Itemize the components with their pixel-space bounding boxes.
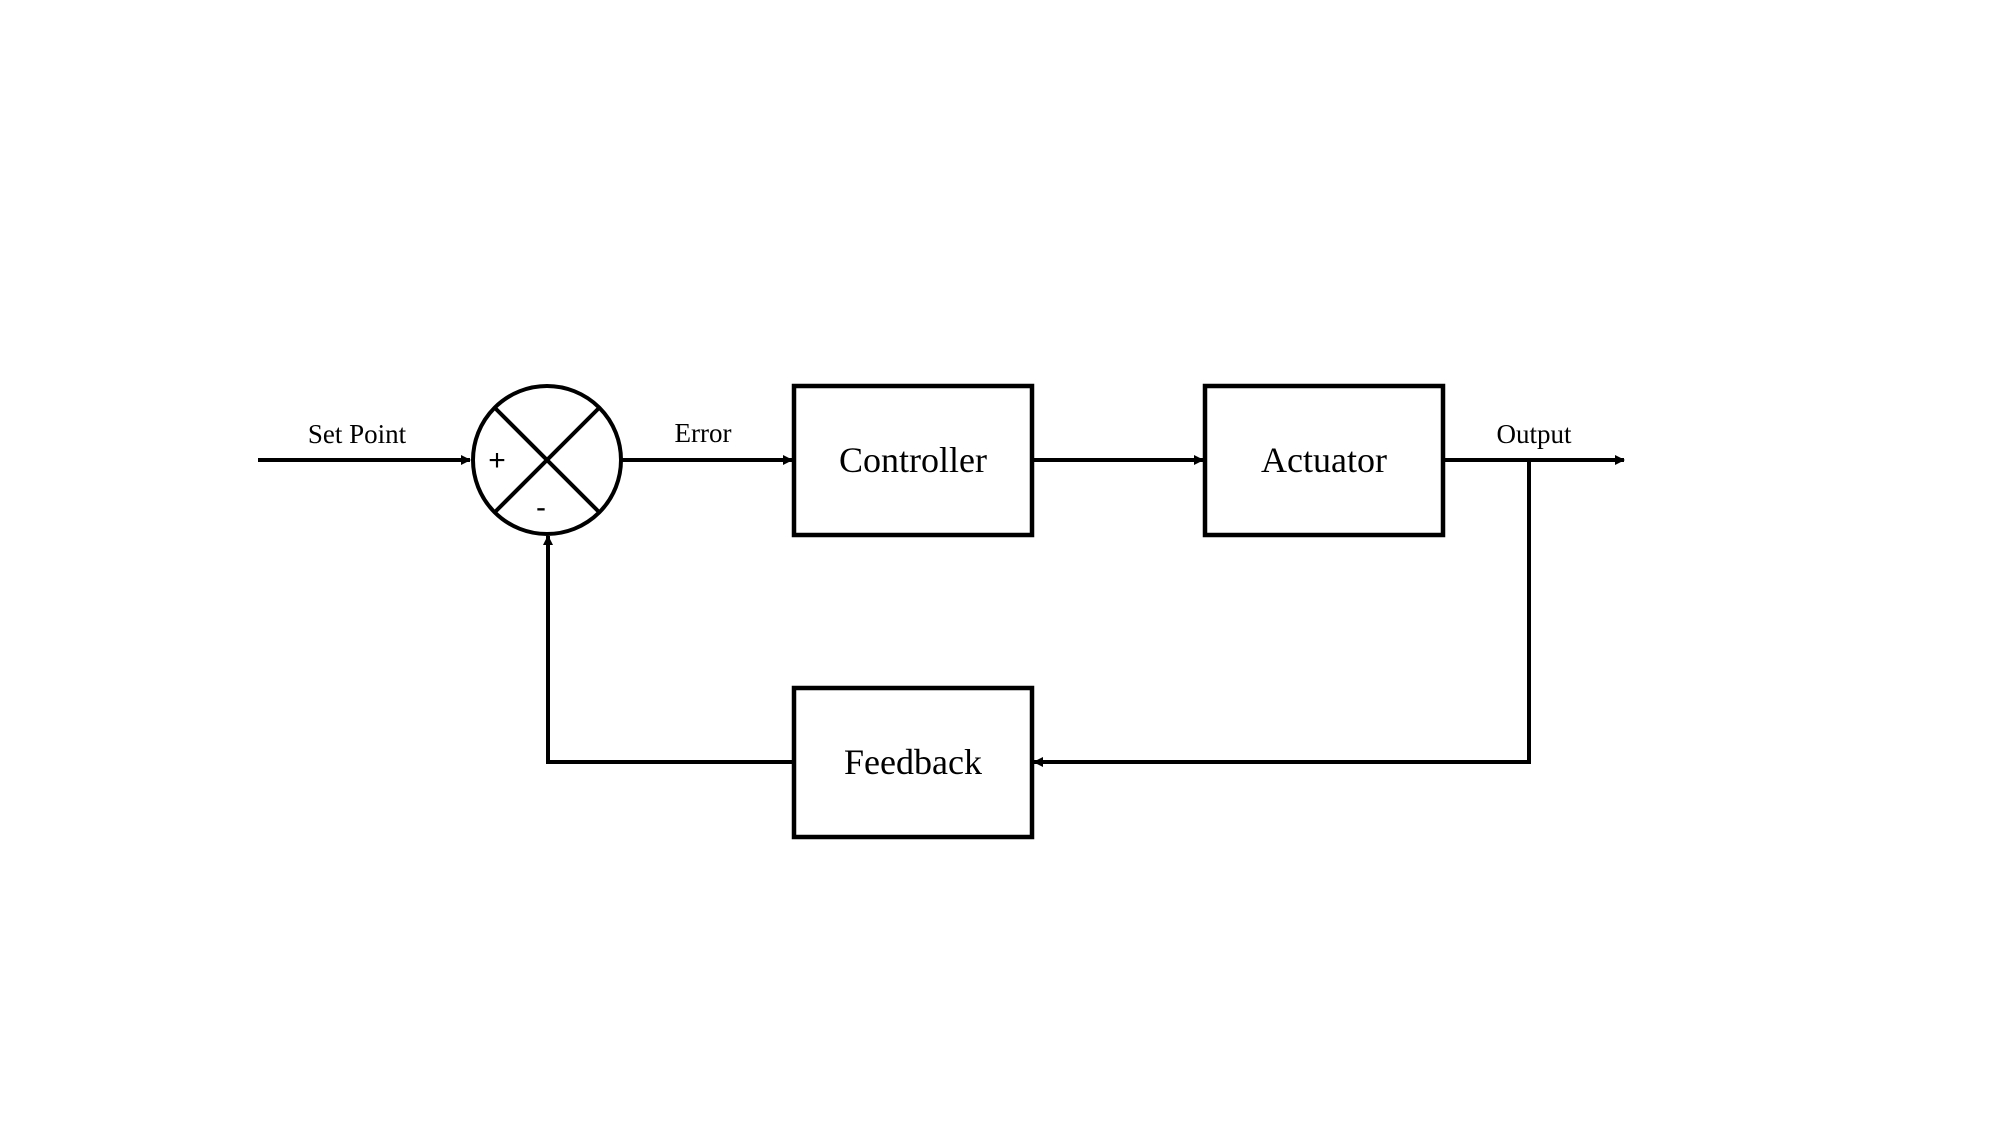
actuator-label: Actuator: [1261, 440, 1387, 480]
set-point-label: Set Point: [308, 419, 407, 449]
feedback-to-junction-arrow: [543, 535, 794, 764]
summing-junction: + -: [471, 384, 623, 536]
controller-label: Controller: [839, 440, 987, 480]
controller-block: Controller: [791, 383, 1035, 538]
feedback-block: Feedback: [791, 685, 1035, 840]
output-to-feedback-arrow: [1033, 460, 1531, 767]
actuator-block: Actuator: [1202, 383, 1446, 538]
feedback-label: Feedback: [844, 742, 982, 782]
plus-sign: +: [488, 444, 506, 477]
minus-sign: -: [536, 491, 546, 524]
output-label: Output: [1496, 419, 1572, 449]
error-label: Error: [675, 418, 732, 448]
